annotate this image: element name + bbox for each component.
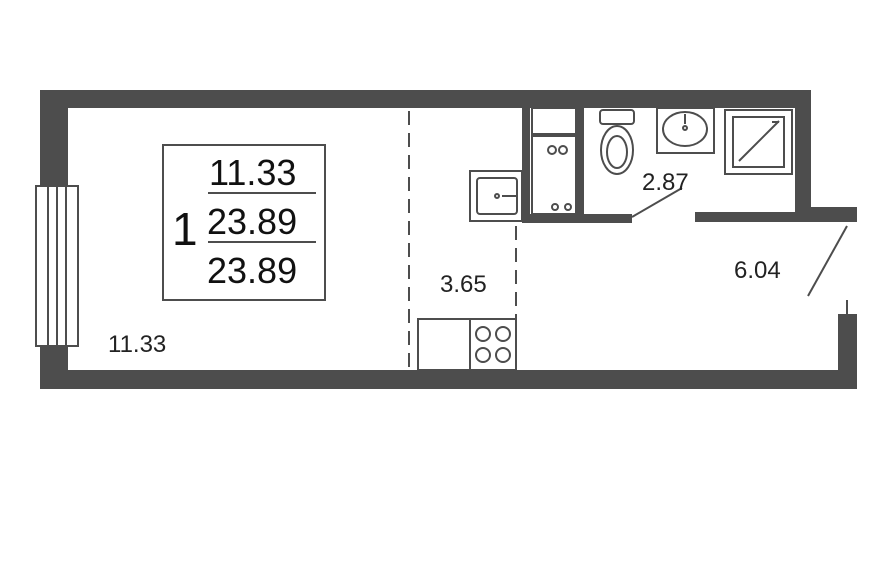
summary-total-area: 23.89 <box>207 201 297 242</box>
toilet <box>599 109 635 175</box>
wall-right-lower <box>838 314 857 389</box>
kitchen-area: 3.65 <box>440 271 487 298</box>
summary-total-area-balcony: 23.89 <box>207 250 297 291</box>
stove <box>469 318 517 371</box>
entrance-door <box>807 225 848 297</box>
bathroom-door <box>631 187 683 218</box>
room-count: 1 <box>172 203 198 255</box>
wall-bath-mid <box>576 108 584 223</box>
wall-bath-left <box>522 108 530 223</box>
shower <box>724 109 793 175</box>
wall-top <box>40 90 811 108</box>
bathroom-area: 2.87 <box>642 169 689 196</box>
utility-closet <box>531 107 577 215</box>
window <box>35 185 79 347</box>
wall-bottom <box>40 370 857 389</box>
wall-bath-bottom-left <box>522 214 632 223</box>
living-room-area: 11.33 <box>108 331 166 358</box>
summary-living-area: 11.33 <box>209 152 296 193</box>
wall-right-stub <box>795 207 857 222</box>
bathroom-sink <box>656 107 715 154</box>
walls <box>40 90 857 389</box>
hallway-area: 6.04 <box>734 257 781 284</box>
apartment-summary: 1 11.33 23.89 23.89 <box>162 144 326 301</box>
wall-left-upper <box>40 90 68 188</box>
wall-right-upper <box>795 90 811 216</box>
wall-bath-bottom-right <box>695 212 801 222</box>
summary-frame <box>162 144 326 301</box>
kitchen-counter <box>417 318 471 371</box>
kitchen-sink <box>469 170 523 222</box>
wall-left-lower <box>40 344 68 389</box>
